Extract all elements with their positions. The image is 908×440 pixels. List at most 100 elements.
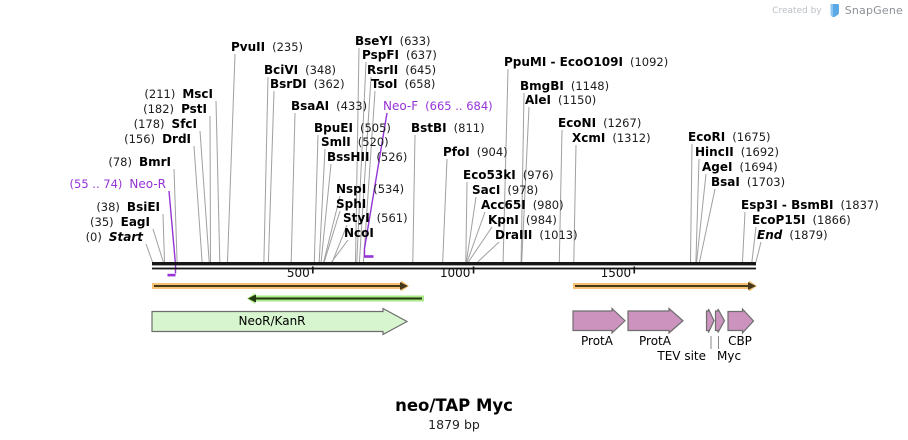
feature-prota[interactable] — [572, 307, 626, 335]
site-position: (178) — [133, 117, 165, 131]
site-label-nspi[interactable]: NspI(534) — [336, 183, 404, 196]
site-connector-line — [696, 173, 707, 263]
site-connector-line — [199, 130, 210, 263]
site-position: (976) — [522, 168, 554, 182]
site-label-drdi[interactable]: (156)DrdI — [124, 133, 191, 146]
site-label-alei[interactable]: AleI(1150) — [525, 94, 596, 107]
site-connector-line — [695, 158, 700, 263]
primer-label-neo-f[interactable]: Neo-F(665 .. 684) — [383, 100, 493, 113]
site-connector-line — [477, 241, 500, 263]
feature-label-tev-site[interactable]: TEV site — [657, 349, 706, 363]
orf-arrow-1[interactable] — [400, 282, 408, 290]
orf-arrow-3[interactable] — [575, 285, 748, 287]
primer-annotation-mark[interactable] — [167, 273, 176, 277]
site-connector-line — [363, 90, 376, 263]
feature-label-cbp[interactable]: CBP — [728, 334, 752, 348]
site-label-bcivi[interactable]: BciVI(348) — [264, 64, 336, 77]
site-label-sfci[interactable]: (178)SfcI — [134, 118, 197, 131]
site-label-bsshii[interactable]: BssHII(526) — [327, 151, 407, 164]
site-position: (1675) — [732, 130, 771, 144]
feature-label-prota[interactable]: ProtA — [581, 334, 613, 348]
primer-label-neo-r[interactable]: (55 .. 74)Neo-R — [70, 178, 166, 191]
feature-neor-kanr[interactable] — [151, 307, 409, 336]
site-label-esp3i-bsmbi[interactable]: Esp3I - BsmBI(1837) — [741, 199, 879, 212]
enzyme-name: BsrDI — [270, 77, 307, 91]
start-label[interactable]: (0)Start — [86, 231, 143, 244]
site-label-bsiei[interactable]: (38)BsiEI — [96, 201, 160, 214]
feature-prota[interactable] — [627, 307, 684, 335]
site-label-bmri[interactable]: (78)BmrI — [108, 156, 171, 169]
site-label-pvuii[interactable]: PvuII(235) — [231, 41, 303, 54]
feature-tev-site[interactable] — [705, 308, 715, 333]
site-label-bpuei[interactable]: BpuEI(505) — [314, 122, 391, 135]
site-connector-line — [755, 241, 762, 263]
site-label-acc65i[interactable]: Acc65I(980) — [481, 199, 564, 212]
site-connector-line — [502, 68, 509, 263]
primer-annotation-mark[interactable] — [364, 255, 374, 258]
site-label-bsaai[interactable]: BsaAI(433) — [291, 100, 367, 113]
feature-label-myc[interactable]: Myc — [717, 349, 742, 363]
site-label-hincii[interactable]: HincII(1692) — [695, 146, 779, 159]
site-label-ncoi[interactable]: NcoI — [344, 227, 374, 240]
site-label-agei[interactable]: AgeI(1694) — [702, 161, 778, 174]
site-position: (362) — [313, 77, 345, 91]
site-connector-line — [267, 90, 275, 263]
site-label-bstbi[interactable]: BstBI(811) — [411, 122, 485, 135]
site-label-eco53ki[interactable]: Eco53kI (976) — [463, 169, 554, 182]
feature-label-neor-kanr[interactable]: NeoR/KanR — [238, 314, 306, 328]
site-label-eagi[interactable]: (35)EagI — [90, 216, 150, 229]
site-label-econi[interactable]: EcoNI(1267) — [558, 117, 641, 130]
end-label[interactable]: End(1879) — [757, 229, 828, 242]
enzyme-name: Eco53kI — [463, 168, 516, 182]
site-position: (38) — [96, 200, 120, 214]
feature-label-prota[interactable]: ProtA — [639, 334, 671, 348]
feature-cbp[interactable] — [727, 307, 755, 335]
site-label-tsoi[interactable]: TsoI (658) — [371, 78, 435, 91]
orf-arrow-2[interactable] — [248, 294, 256, 303]
site-label-ecori[interactable]: EcoRI(1675) — [688, 131, 771, 144]
site-label-smli[interactable]: SmlI(520) — [321, 136, 389, 149]
site-label-bsai[interactable]: BsaI(1703) — [711, 176, 785, 189]
sequence-map-line-lower[interactable] — [152, 267, 756, 270]
site-label-msci[interactable]: (211)MscI — [144, 88, 213, 101]
site-position: (658) — [404, 77, 436, 91]
site-position: (1148) — [570, 79, 610, 93]
orf-arrow-3[interactable] — [748, 282, 756, 290]
site-label-ecop15i[interactable]: EcoP15I(1866) — [752, 214, 851, 227]
site-label-rsrii[interactable]: RsrII(645) — [367, 64, 436, 77]
enzyme-name: SacI — [472, 183, 501, 197]
site-label-draiii[interactable]: DraIII(1013) — [495, 229, 578, 242]
site-connector-line — [467, 226, 493, 263]
site-position: (1267) — [603, 116, 642, 130]
orf-arrow-2[interactable] — [256, 297, 422, 300]
site-position: (1150) — [558, 93, 597, 107]
site-label-pfoi[interactable]: PfoI(904) — [443, 146, 508, 159]
site-label-kpni[interactable]: KpnI(984) — [488, 214, 557, 227]
enzyme-name: TsoI — [371, 77, 398, 91]
site-label-xcmi[interactable]: XcmI(1312) — [572, 132, 651, 145]
feature-myc[interactable] — [714, 308, 726, 333]
site-label-bseyi[interactable]: BseYI(633) — [355, 35, 431, 48]
site-label-ppumi-ecoo109i[interactable]: PpuMI - EcoO109I(1092) — [504, 56, 668, 69]
site-position: (1312) — [612, 131, 651, 145]
enzyme-name: Neo-R — [129, 177, 166, 191]
enzyme-name: SmlI — [321, 135, 351, 149]
site-label-pspfi[interactable]: PspFI(637) — [362, 49, 437, 62]
site-label-bsrdi[interactable]: BsrDI (362) — [270, 78, 345, 91]
site-connector-line — [466, 211, 486, 263]
site-label-saci[interactable]: SacI(978) — [472, 184, 538, 197]
map-title-block: neo/TAP Myc 1879 bp — [0, 397, 908, 433]
site-label-psti[interactable]: (182)PstI — [143, 103, 207, 116]
site-label-sphi[interactable]: SphI — [336, 198, 366, 211]
primer-connector-line — [363, 112, 388, 258]
sequence-map-line[interactable] — [152, 262, 756, 266]
site-label-styi[interactable]: StyI(561) — [343, 212, 408, 225]
ruler-number-1000: 1000 — [439, 266, 471, 280]
enzyme-name: StyI — [343, 211, 370, 225]
enzyme-name: PstI — [181, 102, 207, 116]
enzyme-name: PspFI — [362, 48, 399, 62]
site-connector-line — [465, 181, 468, 263]
site-label-bmgbi[interactable]: BmgBI(1148) — [520, 80, 609, 93]
orf-arrow-1[interactable] — [154, 285, 400, 287]
